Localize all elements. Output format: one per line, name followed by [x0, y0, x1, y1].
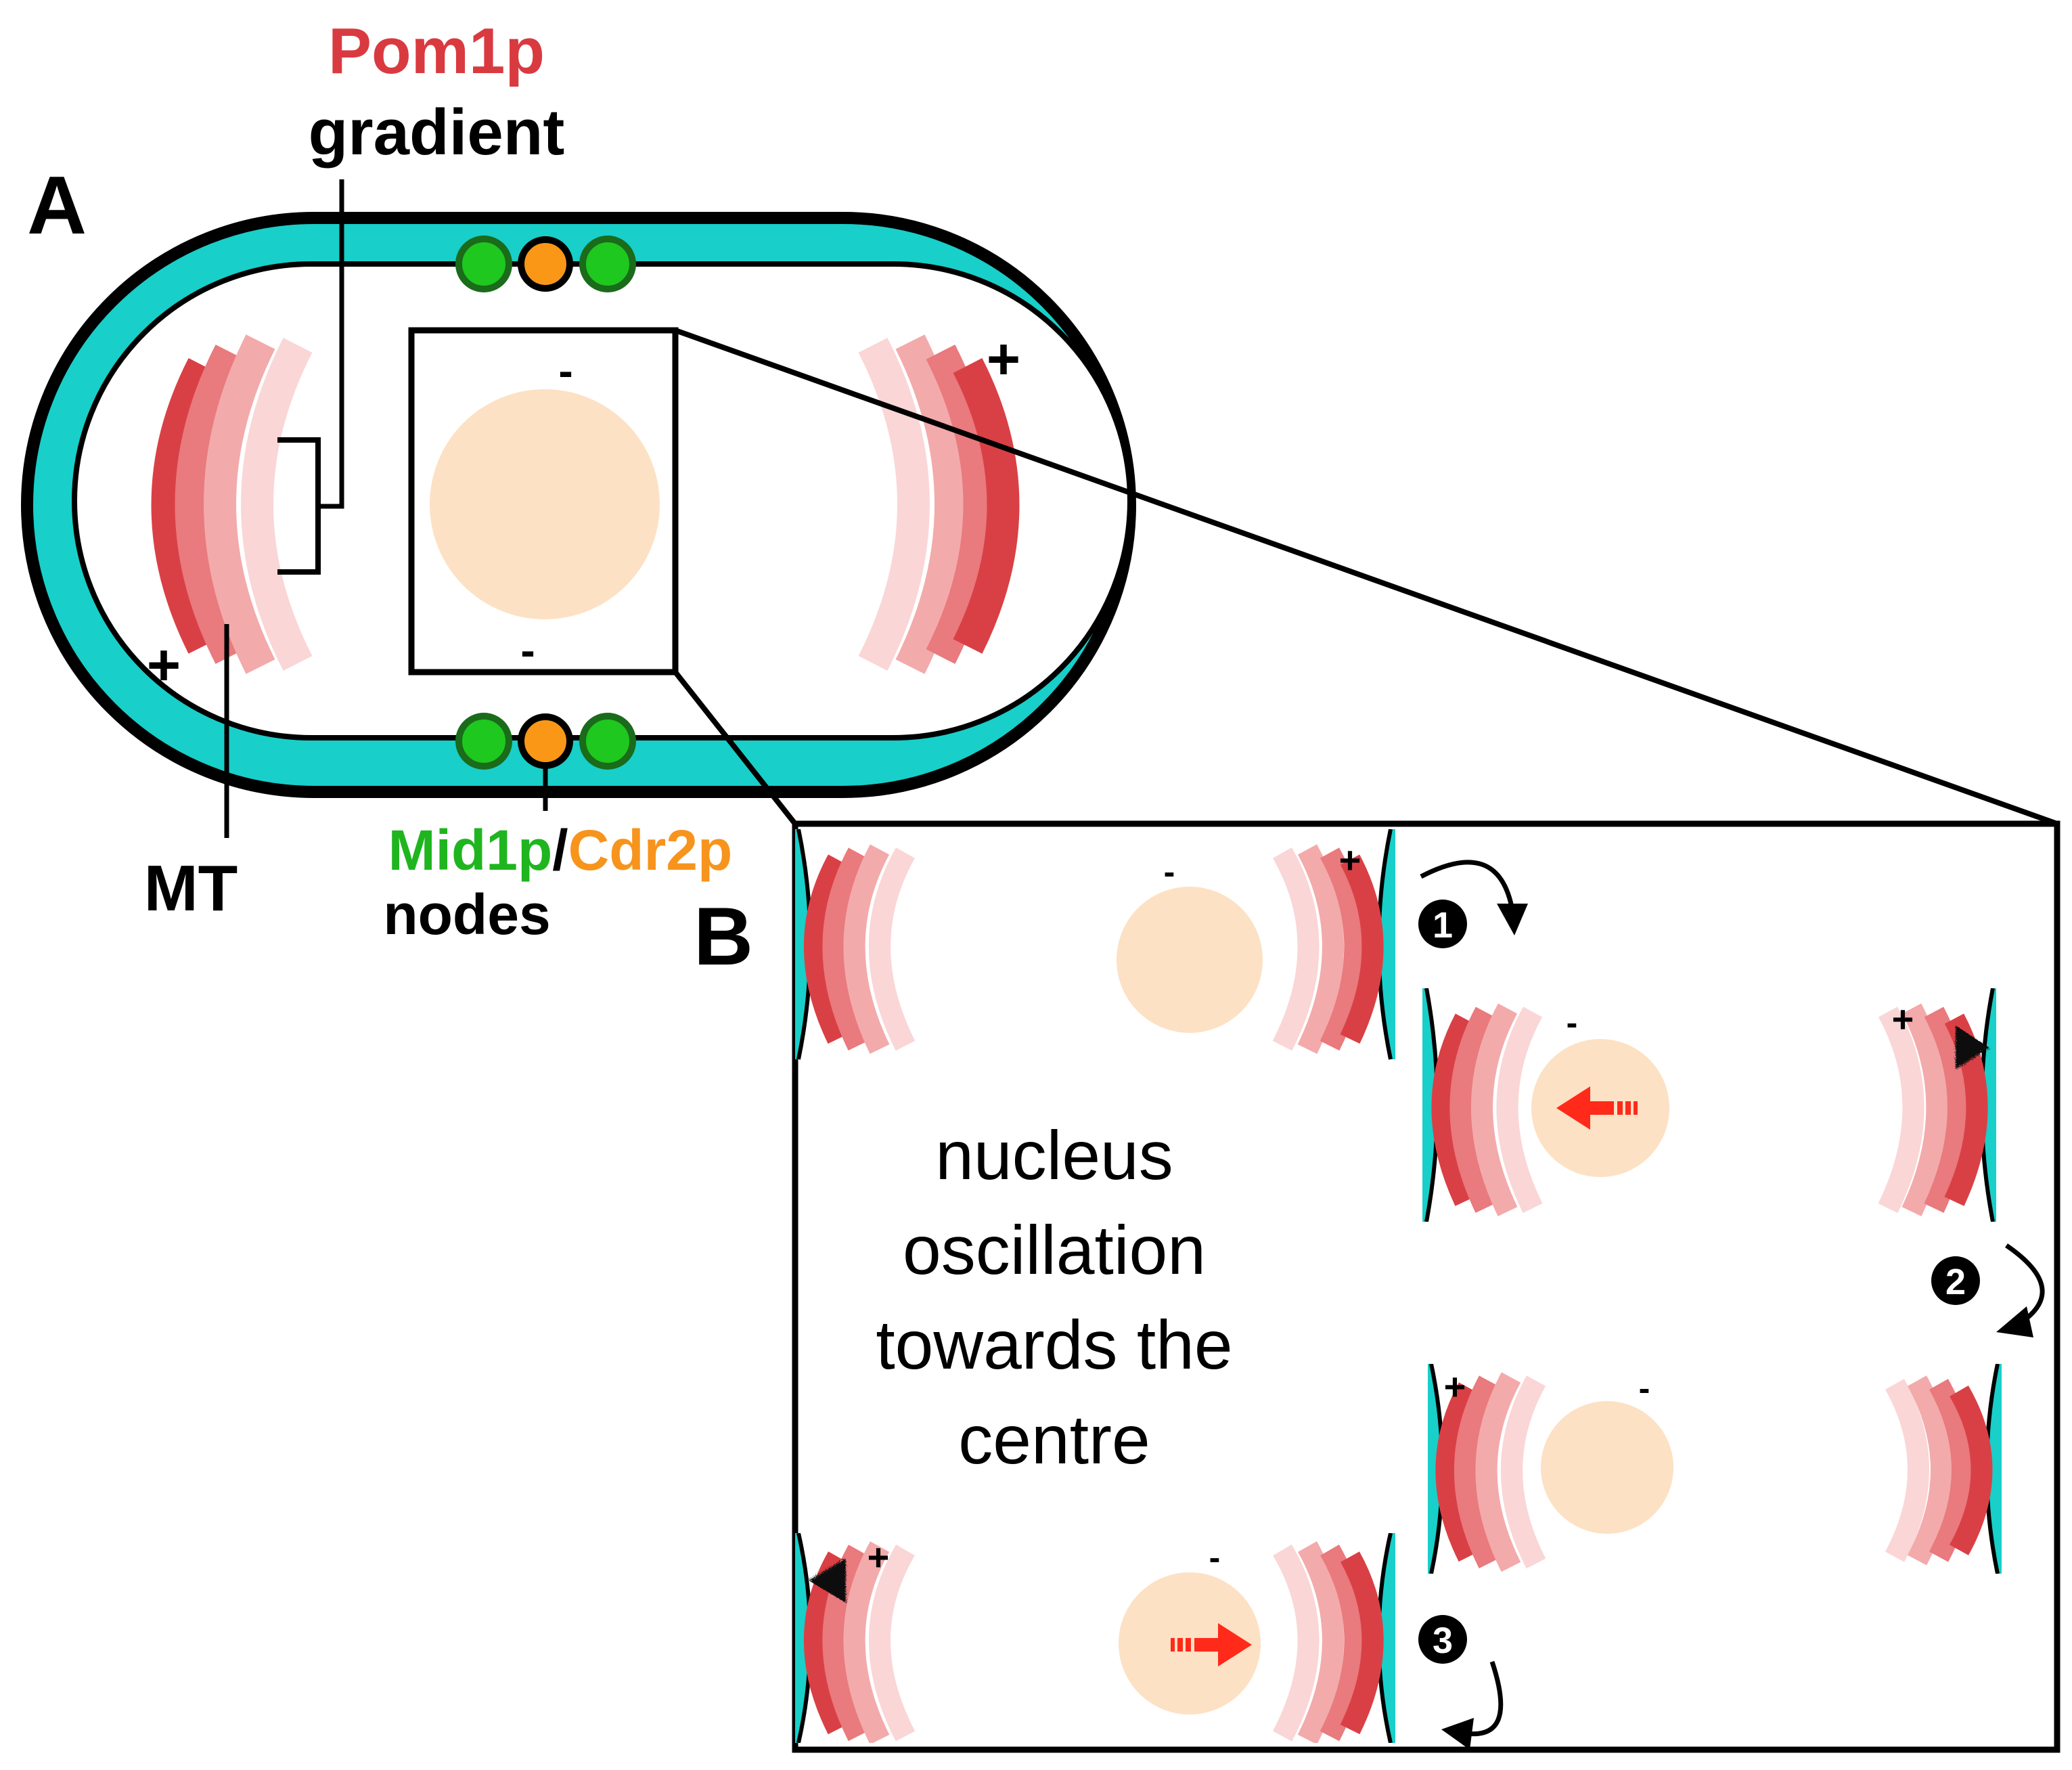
- state-box-1: [795, 829, 1395, 1060]
- gradient-label: gradient: [309, 96, 565, 169]
- step1-curved-arrow: [1420, 860, 1515, 911]
- box1-plus: +: [1339, 839, 1361, 881]
- step2-arrowhead: [1996, 1306, 2033, 1337]
- state-box-4: [795, 1533, 1395, 1743]
- node-cluster-top: [455, 236, 636, 292]
- box4-minus: -: [1209, 1539, 1221, 1576]
- nucleus-a: [430, 389, 660, 619]
- zoom-line-top: [674, 328, 2058, 826]
- zoom-region-box: [408, 327, 679, 676]
- panel-a-label: A: [27, 159, 87, 251]
- nucleus-push-arrow-left: [1556, 1086, 1638, 1130]
- zoom-line-bottom: [673, 670, 798, 826]
- mt-minus-lower-a: -: [520, 626, 535, 675]
- mt-plus-lower-a: +: [147, 633, 181, 698]
- box2-plus: +: [1892, 998, 1914, 1040]
- step1-arrowhead: [1497, 904, 1528, 935]
- caption-block: nucleus oscillation towards the centre: [876, 1117, 1232, 1478]
- caption-line-4: centre: [958, 1401, 1150, 1478]
- state-box-3: [1428, 1364, 2002, 1574]
- step1-number: 1: [1433, 905, 1453, 946]
- node-cluster-bottom: [455, 713, 636, 770]
- panel-b-label: B: [694, 890, 753, 982]
- pom1p-text: Pom1p: [328, 15, 545, 87]
- gradient-leader-line: [318, 179, 344, 509]
- slash-text: /: [552, 818, 568, 882]
- pom1p-label: Pom1p: [328, 15, 545, 87]
- box3-minus: -: [1639, 1369, 1650, 1407]
- panel-b-frame: [792, 820, 2060, 1753]
- nodes-label: nodes: [383, 883, 550, 946]
- nucleus-push-arrow-right: [1171, 1623, 1252, 1666]
- mt-minus-upper-a: -: [558, 347, 572, 395]
- step2-curved-arrow: [2005, 1243, 2045, 1325]
- step-marker-3: 3: [1418, 1615, 1467, 1664]
- box2-minus: -: [1567, 1004, 1578, 1042]
- step2-number: 2: [1945, 1262, 1966, 1302]
- step-marker-1: 1: [1418, 900, 1467, 948]
- step3-arrowhead: [1441, 1718, 1474, 1750]
- box4-plus: +: [868, 1536, 890, 1578]
- step3-number: 3: [1433, 1620, 1453, 1661]
- mid1p-cdr2p-label: Mid1p/Cdr2p: [388, 818, 733, 882]
- step-marker-2: 2: [1931, 1256, 1980, 1305]
- mt-plus-upper-a: +: [987, 327, 1020, 392]
- caption-line-2: oscillation: [903, 1212, 1206, 1289]
- caption-line-3: towards the: [876, 1306, 1232, 1384]
- cdr2p-text: Cdr2p: [568, 818, 733, 882]
- cell-panel-a: - + + -: [21, 179, 2058, 838]
- box3-plus: +: [1444, 1365, 1466, 1408]
- mt-label: MT: [144, 852, 238, 925]
- mid1p-text: Mid1p: [388, 818, 553, 882]
- caption-line-1: nucleus: [935, 1117, 1173, 1194]
- box1-minus: -: [1164, 853, 1175, 891]
- state-box-2: [1422, 988, 1996, 1222]
- step3-curved-arrow: [1461, 1660, 1504, 1737]
